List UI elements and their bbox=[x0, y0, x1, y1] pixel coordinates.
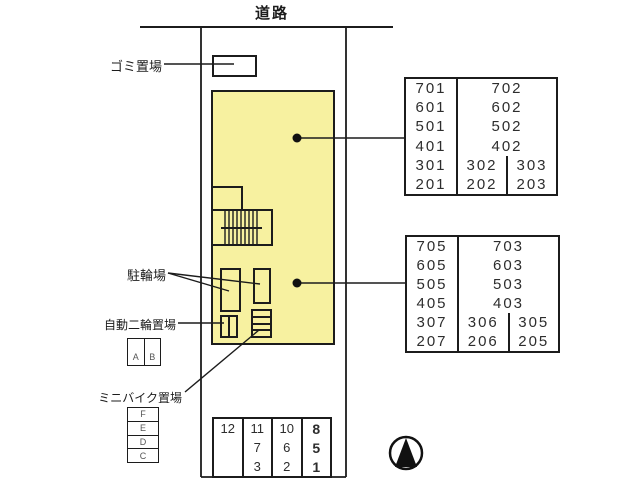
unit-number: 206 bbox=[467, 333, 499, 350]
unit-table-lower-left-column: 705 605 505 405 307 207 bbox=[407, 237, 459, 351]
unit-number: 305 bbox=[507, 313, 559, 332]
unit-number: 303 bbox=[506, 155, 556, 175]
parking-space-number: 3 bbox=[253, 459, 261, 474]
entrance-box bbox=[211, 186, 243, 211]
unit-number: 302 bbox=[466, 156, 498, 174]
parking-space-table: 12 11 7 3 10 6 2 8 5 1 bbox=[212, 417, 332, 478]
unit-number: 402 bbox=[491, 137, 523, 155]
parking-space-number: 11 bbox=[250, 421, 265, 436]
unit-number: 405 bbox=[416, 295, 448, 312]
parking-space-number: 6 bbox=[283, 440, 291, 455]
minibike-parking-label: ミニバイク置場 bbox=[98, 391, 182, 405]
motorcycle-box-divider bbox=[227, 317, 230, 336]
minibike-rows bbox=[253, 311, 270, 336]
moto-slot: B bbox=[143, 339, 161, 365]
unit-number: 602 bbox=[491, 99, 523, 117]
parking-col-8-5-1: 8 5 1 bbox=[300, 419, 331, 476]
motorcycle-parking-label: 自動二輪置場 bbox=[103, 318, 176, 332]
unit-number: 301 bbox=[415, 156, 447, 174]
unit-number: 701 bbox=[415, 80, 447, 98]
unit-number: 501 bbox=[415, 118, 447, 136]
unit-number: 603 bbox=[492, 257, 525, 274]
garbage-label: ゴミ置場 bbox=[109, 59, 162, 74]
unit-table-upper-right-column: 702 602 502 402 302 303 202 203 bbox=[458, 79, 556, 195]
unit-table-lower-right-column: 703 603 503 403 306 305 206 205 bbox=[459, 237, 558, 351]
unit-number: 203 bbox=[506, 174, 556, 195]
unit-table-upper-left-column: 701 601 501 401 301 201 bbox=[406, 79, 458, 194]
moto-slot: A bbox=[132, 352, 139, 362]
unit-number: 605 bbox=[416, 257, 448, 274]
unit-number: 503 bbox=[492, 276, 525, 293]
unit-number: 401 bbox=[415, 137, 447, 155]
parking-space-number: 5 bbox=[312, 439, 321, 456]
unit-number: 201 bbox=[415, 175, 447, 193]
bicycle-parking-box-2 bbox=[253, 268, 271, 304]
moto-slot-table: A B bbox=[127, 338, 161, 366]
unit-number: 705 bbox=[416, 238, 448, 255]
unit-number: 306 bbox=[467, 314, 499, 331]
parking-space-number: 12 bbox=[220, 421, 235, 436]
unit-number: 505 bbox=[416, 276, 448, 293]
parking-space-number: 8 bbox=[312, 420, 321, 437]
parking-space-number: 2 bbox=[283, 459, 291, 474]
parking-col-10-6-2: 10 6 2 bbox=[271, 419, 301, 476]
unit-table-upper: 701 601 501 401 301 201 702 602 502 402 … bbox=[404, 77, 558, 196]
stairwell-box bbox=[211, 209, 273, 246]
minibike-slot: D bbox=[128, 434, 158, 449]
minibike-slot: F bbox=[140, 409, 146, 420]
unit-number: 601 bbox=[415, 99, 447, 117]
unit-number: 403 bbox=[492, 295, 525, 312]
motorcycle-parking-box bbox=[220, 315, 238, 338]
road-label: 道路 bbox=[254, 5, 289, 22]
bicycle-parking-label: 駐輪場 bbox=[126, 268, 166, 283]
parking-space-number: 1 bbox=[312, 458, 321, 475]
unit-table-lower: 705 605 505 405 307 207 703 603 503 403 … bbox=[405, 235, 560, 353]
minibike-slot: C bbox=[128, 448, 158, 462]
unit-number: 702 bbox=[491, 80, 523, 98]
parking-col-11-7-3: 11 7 3 bbox=[241, 419, 272, 476]
parking-space-number: 7 bbox=[253, 440, 261, 455]
unit-number: 307 bbox=[416, 314, 448, 331]
unit-number: 502 bbox=[491, 118, 523, 136]
parking-space-number: 10 bbox=[279, 421, 294, 436]
minibike-parking-box bbox=[251, 309, 272, 338]
garbage-area-box bbox=[212, 55, 257, 77]
bicycle-parking-box-1 bbox=[220, 268, 241, 312]
unit-number: 205 bbox=[507, 332, 559, 351]
unit-number: 207 bbox=[416, 333, 448, 350]
unit-number: 202 bbox=[466, 175, 498, 193]
minibike-slot: E bbox=[128, 420, 158, 435]
parking-col-12: 12 bbox=[214, 419, 242, 476]
unit-number: 703 bbox=[492, 238, 525, 255]
north-arrow-icon bbox=[388, 435, 424, 471]
minibike-slot-table: F E D C bbox=[127, 407, 159, 463]
